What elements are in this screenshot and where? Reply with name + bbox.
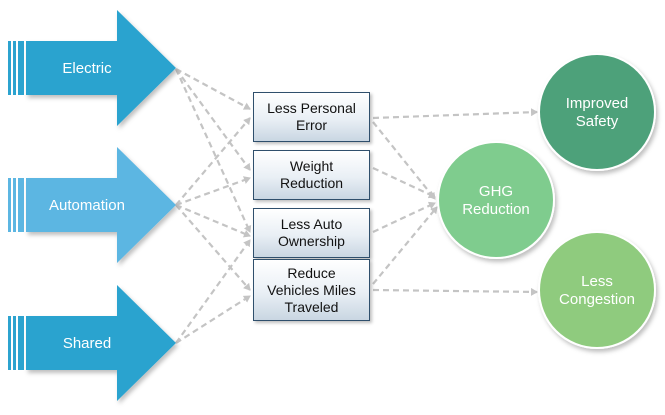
arrow-shape xyxy=(26,147,176,263)
connector-less-personal-error-to-improved-safety xyxy=(372,108,538,120)
driver-arrow-electric: Electric xyxy=(8,10,176,126)
connector-layer xyxy=(174,68,538,344)
outcome-circle xyxy=(538,53,656,171)
outcome-label-line: Congestion xyxy=(559,291,635,308)
mechanism-box-less-auto-ownership: Less Auto Ownership xyxy=(253,208,370,258)
outcome-label-line: Safety xyxy=(576,113,619,130)
mechanism-box-weight-reduction: Weight Reduction xyxy=(253,150,370,200)
outcome-label-line: Reduction xyxy=(462,201,530,218)
connector-shared-to-reduce-vmt xyxy=(175,295,251,344)
connector-reduce-vmt-to-less-congestion xyxy=(372,287,538,296)
connector-reduce-vmt-to-ghg-reduction xyxy=(372,206,438,285)
driver-label: Electric xyxy=(62,60,112,77)
mechanism-box-reduce-vehicles-miles-traveled: Reduce Vehicles Miles Traveled xyxy=(253,259,370,321)
connector-electric-to-less-personal-error xyxy=(175,68,251,110)
connector-less-auto-ownership-to-ghg-reduction xyxy=(372,201,436,233)
mechanism-box-less-personal-error: Less Personal Error xyxy=(253,92,370,142)
connector-automation-to-less-personal-error xyxy=(175,117,251,206)
connector-weight-reduction-to-ghg-reduction xyxy=(372,167,436,199)
outcome-label-line: GHG xyxy=(479,183,513,200)
connector-automation-to-weight-reduction xyxy=(175,176,251,207)
outcome-label-line: Less xyxy=(581,273,613,290)
outcome-circle xyxy=(437,141,555,259)
outcome-label-line: Improved xyxy=(566,95,629,112)
arrow-shape xyxy=(26,10,176,126)
connector-shared-to-less-auto-ownership xyxy=(175,239,251,344)
connector-electric-to-less-auto-ownership xyxy=(174,68,252,233)
driver-label: Automation xyxy=(49,197,125,214)
driver-arrow-shared: Shared xyxy=(8,285,176,401)
arrow-stripe-lines xyxy=(8,316,24,370)
connector-automation-to-less-auto-ownership xyxy=(175,203,251,238)
arrow-stripe-lines xyxy=(8,178,24,232)
connector-less-personal-error-to-ghg-reduction xyxy=(372,121,436,200)
driver-label: Shared xyxy=(63,335,111,352)
arrow-stripe-lines xyxy=(8,41,24,95)
outcome-circle xyxy=(538,231,656,349)
connector-automation-to-reduce-vmt xyxy=(175,204,251,291)
driver-arrow-automation: Automation xyxy=(8,147,176,263)
connector-electric-to-weight-reduction xyxy=(175,68,251,171)
arrow-shape xyxy=(26,285,176,401)
